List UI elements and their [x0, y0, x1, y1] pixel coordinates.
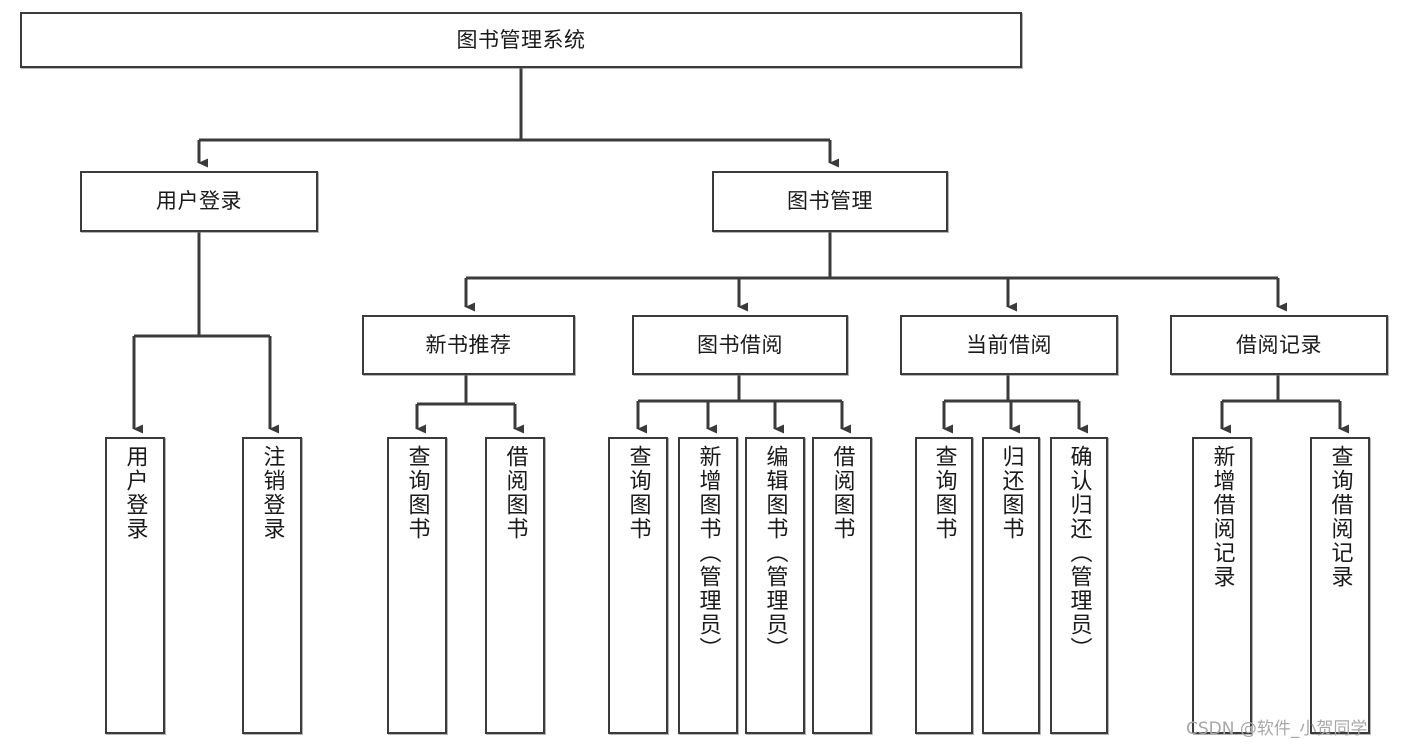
leaf-query-books-new[interactable]: 查询图书: [387, 437, 447, 734]
node-user-login[interactable]: 用户登录: [80, 171, 318, 232]
node-root-label: 图书管理系统: [456, 27, 586, 52]
leaf-user-login[interactable]: 用户登录: [105, 437, 165, 734]
node-book-borrow-label: 图书借阅: [697, 332, 783, 357]
leaf-user-login-label: 用户登录: [122, 445, 148, 541]
node-book-borrow[interactable]: 图书借阅: [632, 315, 848, 375]
leaf-query-books-borrow-label: 查询图书: [625, 445, 651, 541]
leaf-borrow-books-new[interactable]: 借阅图书: [485, 437, 545, 734]
leaf-logout-label: 注销登录: [259, 445, 285, 541]
leaf-query-books-borrow[interactable]: 查询图书: [608, 437, 668, 734]
node-borrow-records-label: 借阅记录: [1236, 332, 1322, 357]
leaf-query-books-current-label: 查询图书: [931, 445, 957, 541]
leaf-query-books-current[interactable]: 查询图书: [915, 437, 973, 734]
leaf-borrow-books[interactable]: 借阅图书: [812, 437, 872, 734]
leaf-confirm-return-admin[interactable]: 确认归还（管理员）: [1050, 437, 1108, 734]
leaf-query-borrow-record-label: 查询借阅记录: [1327, 445, 1353, 589]
leaf-query-borrow-record[interactable]: 查询借阅记录: [1310, 437, 1370, 734]
leaf-add-borrow-record-label: 新增借阅记录: [1209, 445, 1235, 589]
node-current-borrow-label: 当前借阅: [966, 332, 1052, 357]
leaf-borrow-books-label: 借阅图书: [829, 445, 855, 541]
leaf-edit-book-admin[interactable]: 编辑图书（管理员）: [745, 437, 805, 734]
leaf-add-book-admin-label: 新增图书（管理员）: [695, 445, 721, 661]
leaf-edit-book-admin-label: 编辑图书（管理员）: [762, 445, 788, 661]
leaf-add-borrow-record[interactable]: 新增借阅记录: [1192, 437, 1252, 734]
leaf-borrow-books-new-label: 借阅图书: [502, 445, 528, 541]
node-book-management[interactable]: 图书管理: [712, 171, 948, 232]
leaf-confirm-return-admin-label: 确认归还（管理员）: [1066, 445, 1092, 661]
node-user-login-label: 用户登录: [156, 189, 242, 214]
csdn-watermark: CSDN @软件_小贺同学: [1186, 719, 1368, 739]
node-borrow-records[interactable]: 借阅记录: [1170, 315, 1388, 375]
leaf-logout[interactable]: 注销登录: [242, 437, 302, 734]
leaf-add-book-admin[interactable]: 新增图书（管理员）: [678, 437, 738, 734]
node-book-management-label: 图书管理: [787, 189, 873, 214]
node-new-book-recommend[interactable]: 新书推荐: [362, 315, 575, 375]
connectors: [132, 68, 1349, 434]
node-new-book-recommend-label: 新书推荐: [425, 332, 512, 357]
node-root[interactable]: 图书管理系统: [20, 12, 1022, 68]
leaf-query-books-new-label: 查询图书: [404, 445, 430, 541]
node-current-borrow[interactable]: 当前借阅: [900, 315, 1118, 375]
leaf-return-books[interactable]: 归还图书: [982, 437, 1040, 734]
leaf-return-books-label: 归还图书: [998, 445, 1024, 541]
